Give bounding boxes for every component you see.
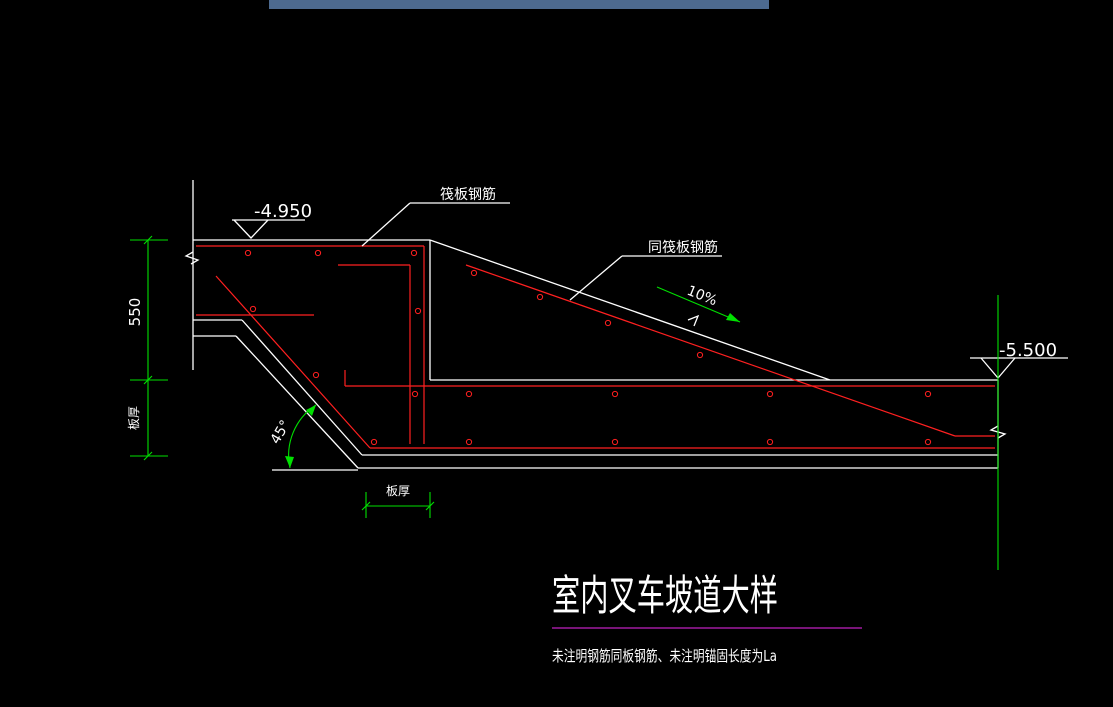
rebar-dot: [465, 390, 473, 398]
dim-slab-thickness-left: 板厚: [127, 406, 141, 430]
rebar-dot: [696, 351, 704, 359]
dimension-bottom: 板厚: [361, 484, 435, 518]
title-block: 室内叉车坡道大样 未注明钢筋同板钢筋、未注明锚固长度为La: [552, 571, 862, 665]
dimension-left: 550 板厚: [126, 235, 168, 461]
rebar-dot: [414, 307, 422, 315]
rebar-dot: [536, 293, 544, 301]
rebar-dot: [766, 438, 774, 446]
leader-same-raft-rebar: 同筏板钢筋: [569, 239, 722, 301]
elevation-top-label: -4.950: [254, 201, 312, 222]
rebar-dot: [611, 390, 619, 398]
rebar-dots: [244, 249, 932, 446]
elevation-bottom-label: -5.500: [999, 340, 1057, 361]
slope-indicator: 10%: [656, 283, 741, 327]
rebar-lines: [196, 245, 995, 449]
rebar-dot: [924, 390, 932, 398]
rebar-dot: [370, 438, 378, 446]
rebar-dot: [766, 390, 774, 398]
drawing-title: 室内叉车坡道大样: [552, 571, 778, 620]
rebar-dot: [465, 438, 473, 446]
rebar-dot: [244, 249, 252, 257]
rebar-dot: [470, 269, 478, 277]
elevation-marker-top: -4.950: [232, 201, 312, 239]
label-same-raft-rebar: 同筏板钢筋: [648, 239, 718, 256]
rebar-dot: [411, 390, 419, 398]
rebar-dot: [314, 249, 322, 257]
dim-slab-thickness-bottom: 板厚: [386, 484, 410, 498]
drawing-note: 未注明钢筋同板钢筋、未注明锚固长度为La: [552, 647, 777, 665]
leader-raft-rebar: 筏板钢筋: [361, 186, 510, 247]
dim-550-label: 550: [126, 298, 144, 327]
rebar-dot: [249, 305, 257, 313]
label-raft-rebar: 筏板钢筋: [440, 186, 496, 203]
rebar-dot: [611, 438, 619, 446]
elevation-marker-bottom: -5.500: [970, 340, 1068, 380]
rebar-dot: [604, 319, 612, 327]
rebar-dot: [410, 249, 418, 257]
ramp-outline: [192, 180, 999, 471]
window-top-bar: [269, 0, 769, 9]
rebar-dot: [924, 438, 932, 446]
rebar-dot: [312, 371, 320, 379]
